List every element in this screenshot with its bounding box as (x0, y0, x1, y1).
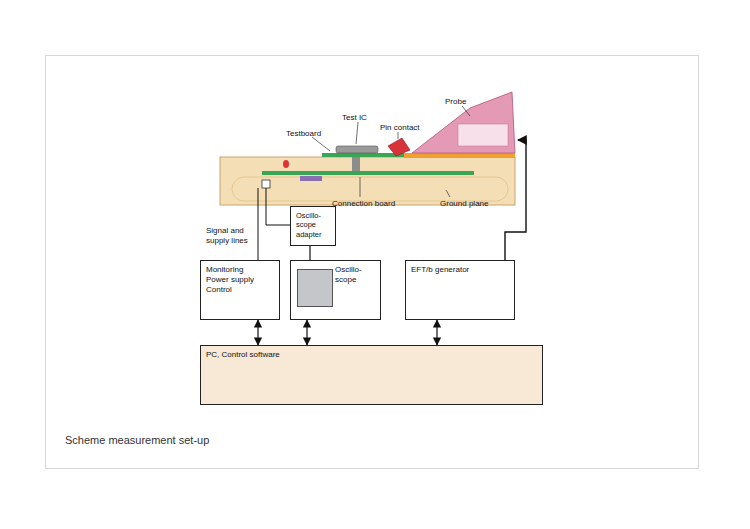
screen (297, 269, 333, 307)
led (283, 160, 289, 168)
oscilloscope-box: Oscillo- scope (290, 260, 381, 320)
pin-contact (388, 138, 410, 156)
part-label: Probe (445, 97, 466, 107)
adapter-box: Oscillo- scope adapter (290, 206, 336, 246)
part-label: Pin contact (380, 123, 420, 133)
part-label: Testboard (286, 129, 321, 139)
probe-plate (458, 124, 508, 146)
board-component (300, 176, 322, 181)
ic-socket (352, 157, 360, 171)
burst-wire (505, 140, 526, 260)
test-bench (220, 157, 515, 205)
connection-board (262, 171, 474, 175)
leader-line (462, 106, 470, 116)
leader-line (360, 177, 361, 197)
signal-wire (258, 188, 259, 260)
part-label: Ground plane (440, 199, 488, 209)
ground-plane (232, 177, 508, 201)
connector (309, 246, 310, 260)
connector (262, 180, 270, 188)
box-text: Oscillo- scope (335, 265, 375, 285)
pc-box: PC, Control software (200, 345, 543, 405)
leader-line (356, 122, 358, 144)
box-text: PC, Control software (206, 350, 406, 360)
part-label: Signal and supply lines (206, 226, 250, 246)
box-text: EFT/b generator (411, 265, 501, 275)
part-label: Test IC (342, 113, 367, 123)
probe (412, 92, 515, 153)
leader-line (312, 137, 330, 151)
connector (306, 320, 307, 345)
leader-line (398, 132, 399, 139)
monitoring-box: Monitoring Power supply Control (200, 260, 280, 320)
test-ic (336, 146, 378, 153)
part-label: Connection board (332, 199, 395, 209)
scope-wire (266, 188, 290, 225)
connector (436, 320, 437, 345)
leader-line (446, 190, 450, 197)
generator-box: EFT/b generator (405, 260, 515, 320)
box-text: Oscillo- scope adapter (296, 211, 330, 239)
box-text: Monitoring Power supply Control (206, 265, 268, 295)
caption: Scheme measurement set-up (65, 434, 209, 446)
connector (257, 320, 258, 345)
probe-base (404, 153, 515, 158)
